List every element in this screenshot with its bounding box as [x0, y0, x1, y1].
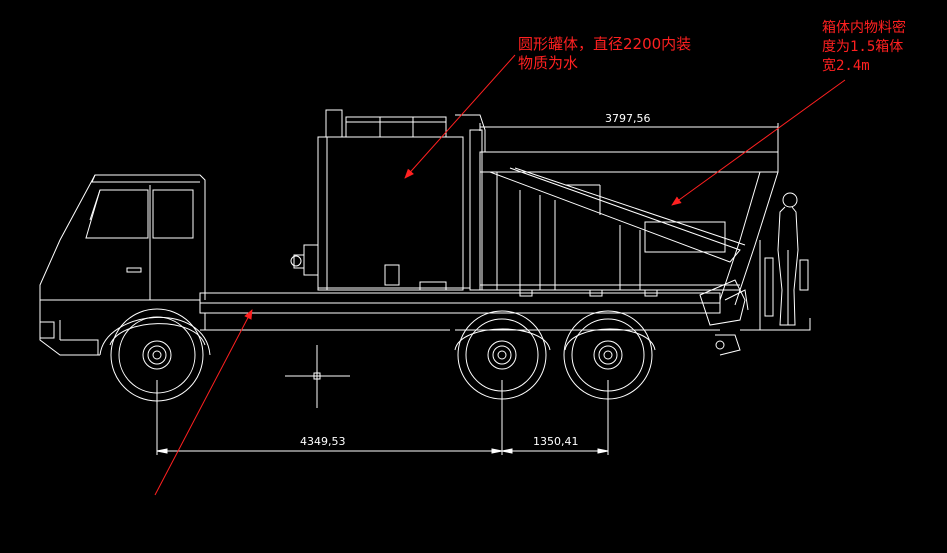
crosshair-cursor: [285, 345, 350, 408]
box-note-line3: 宽2.4m: [822, 57, 870, 74]
dimension-wheelbase: [156, 380, 609, 455]
annotation-arrows: [154, 54, 846, 496]
water-tank: [290, 109, 470, 291]
dimension-box-length: [479, 123, 779, 131]
human-figure: [777, 192, 799, 326]
box-length-label: 3797,56: [605, 112, 651, 125]
wheelbase-front-label: 4349,53: [300, 435, 346, 448]
box-note-line2: 度为1.5箱体: [822, 39, 903, 55]
truck-cab: [39, 174, 211, 356]
tank-note-line1: 圆形罐体，直径2200内装: [518, 35, 691, 53]
wheelbase-rear-label: 1350,41: [533, 435, 579, 448]
box-note-line1: 箱体内物料密: [822, 19, 906, 36]
tank-note-line2: 物质为水: [518, 54, 578, 72]
